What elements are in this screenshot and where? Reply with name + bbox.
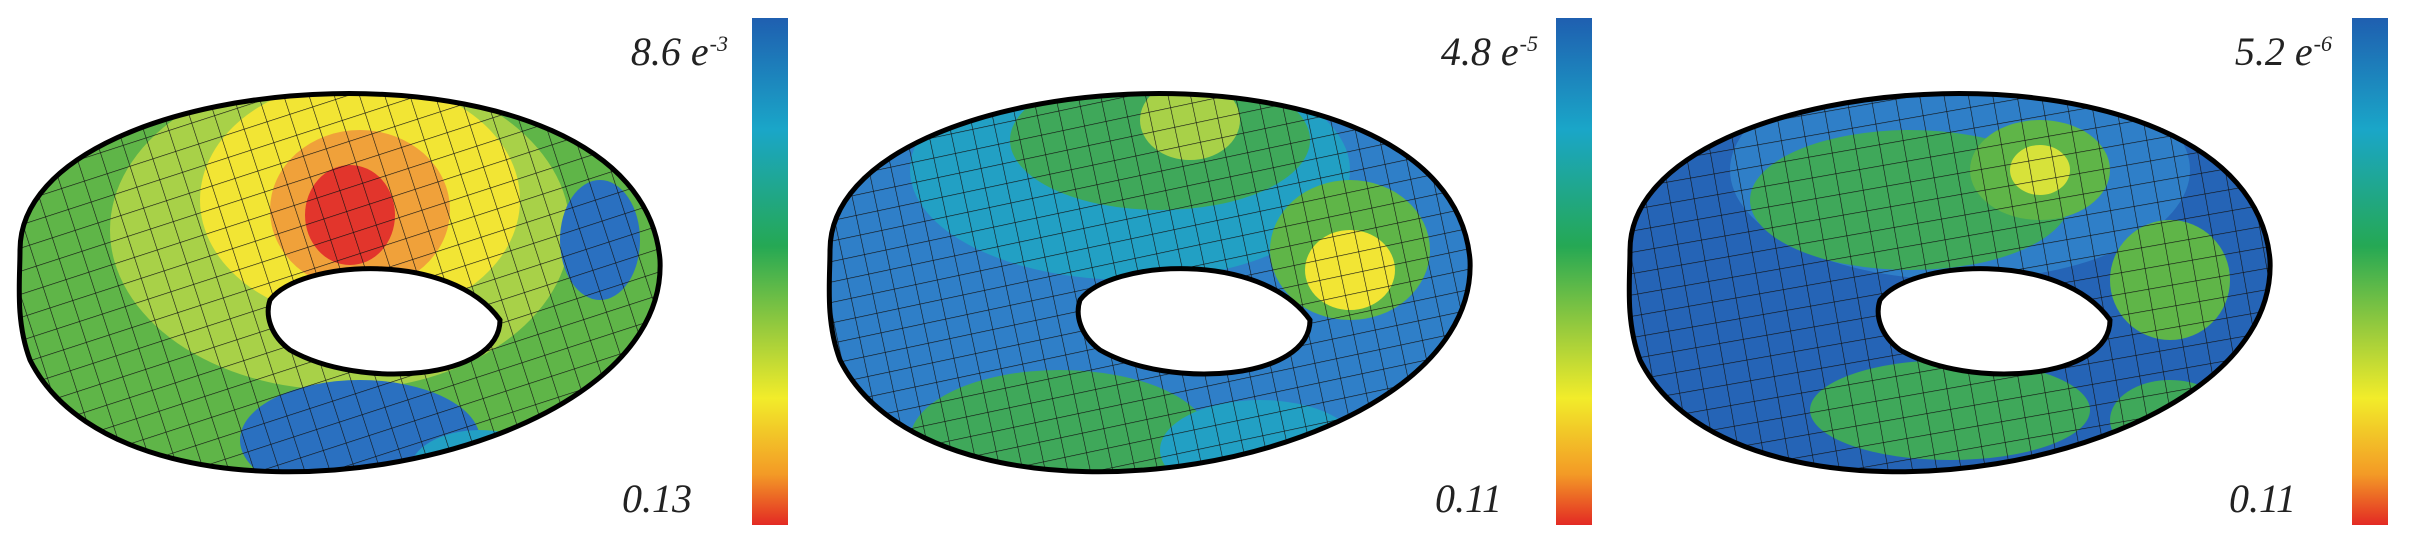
colorbar [752, 18, 788, 525]
torus-mesh-3 [1626, 91, 2273, 475]
panel-1: 8.6 e-3 0.13 [0, 0, 800, 537]
min-value-label: 0.11 [1434, 476, 1502, 521]
panel-2: 4.8 e-5 0.11 [810, 0, 1610, 537]
torus-mesh-2 [826, 91, 1473, 475]
colorbar [2352, 18, 2388, 525]
max-value-label: 5.2 e-6 [2234, 29, 2332, 74]
max-value-label: 4.8 e-5 [1440, 29, 1538, 74]
min-value-label: 0.13 [622, 476, 692, 521]
panel-3: 5.2 e-6 0.11 [1610, 0, 2409, 537]
colorbar [1556, 18, 1592, 525]
torus-mesh-1 [16, 91, 663, 475]
max-value-label: 8.6 e-3 [630, 29, 728, 74]
min-value-label: 0.11 [2228, 476, 2296, 521]
